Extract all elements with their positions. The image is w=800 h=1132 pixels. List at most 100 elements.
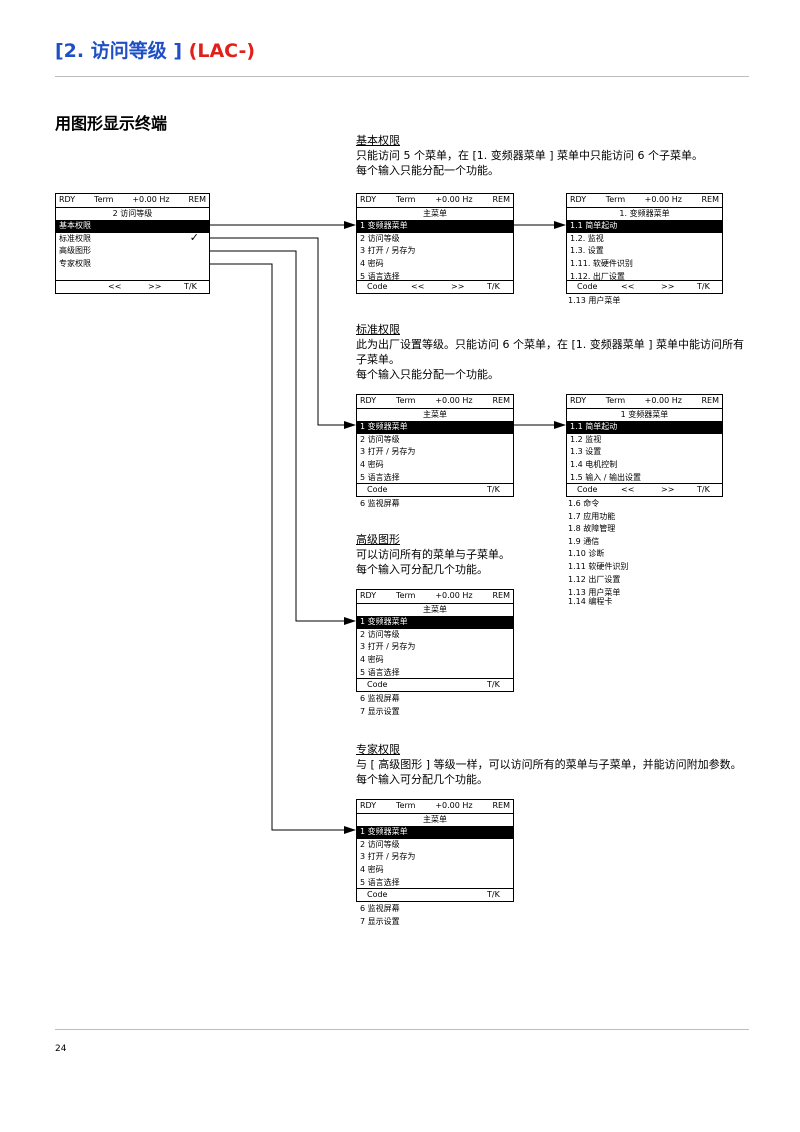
tk-key[interactable]: T/K bbox=[487, 282, 500, 291]
arrow-advanced-to-main bbox=[210, 250, 356, 625]
status-bar: RDY Term +0.00 Hz REM bbox=[357, 395, 513, 409]
menu-item[interactable]: 2 访问等级 bbox=[360, 629, 400, 639]
footer-divider bbox=[55, 1029, 749, 1030]
checkmark-icon: ✓ bbox=[189, 230, 199, 244]
menu-item[interactable]: 1.3 设置 bbox=[570, 447, 602, 457]
code-key[interactable]: Code bbox=[367, 485, 388, 494]
next-key[interactable]: >> bbox=[148, 282, 162, 291]
status-rdy: RDY bbox=[360, 195, 377, 204]
status-term: Term bbox=[396, 801, 416, 810]
list-item: 1.13 用户菜单 bbox=[568, 296, 621, 305]
menu-item[interactable]: 1.12. 出厂设置 bbox=[570, 271, 625, 281]
menu-item[interactable]: 4 密码 bbox=[360, 258, 384, 268]
menu-item[interactable]: 1.2. 监视 bbox=[570, 233, 604, 243]
menu-item[interactable]: 1.11. 软硬件识别 bbox=[570, 258, 633, 268]
menu-item-standard-label: 标准权限 bbox=[59, 233, 91, 243]
menu-item[interactable]: 1 变频器菜单 bbox=[357, 826, 513, 839]
list-item: 7 显示设置 bbox=[360, 916, 400, 926]
prev-key[interactable]: << bbox=[621, 485, 635, 494]
status-bar: RDY Term +0.00 Hz REM bbox=[567, 395, 722, 409]
status-freq: +0.00 Hz bbox=[435, 801, 473, 810]
prev-key[interactable]: << bbox=[108, 282, 122, 291]
menu-item[interactable]: 1 变频器菜单 bbox=[357, 220, 513, 233]
status-rdy: RDY bbox=[360, 591, 377, 600]
menu-item[interactable]: 3 打开 / 另存为 bbox=[360, 852, 416, 862]
menu-item[interactable]: 3 打开 / 另存为 bbox=[360, 447, 416, 457]
menu-item[interactable]: 4 密码 bbox=[360, 864, 384, 874]
menu-item-standard[interactable]: 标准权限 ✓ bbox=[56, 230, 209, 246]
status-freq: +0.00 Hz bbox=[435, 591, 473, 600]
code-key[interactable]: Code bbox=[577, 282, 598, 291]
prev-key[interactable]: << bbox=[621, 282, 635, 291]
list-item: 1.12 出厂设置 bbox=[568, 574, 621, 584]
tk-key[interactable]: T/K bbox=[487, 485, 500, 494]
menu-item[interactable]: 5 语言选择 bbox=[360, 667, 400, 677]
menu-item[interactable]: 3 打开 / 另存为 bbox=[360, 642, 416, 652]
next-key[interactable]: >> bbox=[451, 282, 465, 291]
menu-item[interactable]: 3 打开 / 另存为 bbox=[360, 246, 416, 256]
menu-item[interactable]: 1.4 电机控制 bbox=[570, 459, 618, 469]
menu-item-advanced[interactable]: 高级图形 bbox=[59, 246, 91, 256]
terminal-footer: Code T/K bbox=[357, 483, 513, 496]
tk-key[interactable]: T/K bbox=[184, 282, 197, 291]
menu-item[interactable]: 1 变频器菜单 bbox=[357, 616, 513, 629]
terminal-access-level: RDY Term +0.00 Hz REM 2 访问等级 基本权限 标准权限 ✓… bbox=[55, 193, 210, 294]
next-key[interactable]: >> bbox=[661, 282, 675, 291]
menu-item[interactable]: 2 访问等级 bbox=[360, 233, 400, 243]
menu-item[interactable]: 2 访问等级 bbox=[360, 434, 400, 444]
code-key[interactable]: Code bbox=[577, 485, 598, 494]
code-key[interactable]: Code bbox=[367, 890, 388, 899]
menu-item[interactable]: 1.3. 设置 bbox=[570, 246, 604, 256]
terminal-footer: Code << >> T/K bbox=[357, 280, 513, 293]
menu-item[interactable]: 5 语言选择 bbox=[360, 271, 400, 281]
list-item: 1.8 故障管理 bbox=[568, 524, 616, 534]
tk-key[interactable]: T/K bbox=[697, 282, 710, 291]
status-rem: REM bbox=[701, 396, 719, 405]
next-key[interactable]: >> bbox=[661, 485, 675, 494]
advanced-desc-line: 每个输入可分配几个功能。 bbox=[356, 563, 488, 576]
standard-description: 标准权限 此为出厂设置等级。只能访问 6 个菜单，在 [1. 变频器菜单 ] 菜… bbox=[356, 322, 744, 382]
menu-item[interactable]: 1 变频器菜单 bbox=[357, 421, 513, 434]
menu-item[interactable]: 5 语言选择 bbox=[360, 877, 400, 887]
terminal-basic-drive-menu: RDY Term +0.00 Hz REM 1. 变频器菜单 1.1 简单起动 … bbox=[566, 193, 723, 294]
menu-item[interactable]: 1.5 输入 / 输出设置 bbox=[570, 472, 642, 482]
menu-title: 主菜单 bbox=[423, 604, 447, 614]
prev-key[interactable]: << bbox=[411, 282, 425, 291]
status-bar: RDY Term +0.00 Hz REM bbox=[567, 194, 722, 208]
menu-item-expert[interactable]: 专家权限 bbox=[59, 258, 91, 268]
menu-item[interactable]: 4 密码 bbox=[360, 459, 384, 469]
tk-key[interactable]: T/K bbox=[697, 485, 710, 494]
list-item: 1.10 诊断 bbox=[568, 549, 605, 559]
menu-item[interactable]: 2 访问等级 bbox=[360, 839, 400, 849]
status-rdy: RDY bbox=[570, 396, 587, 405]
expert-desc-line: 每个输入可分配几个功能。 bbox=[356, 773, 488, 786]
menu-item-basic[interactable]: 基本权限 bbox=[56, 220, 209, 233]
tk-key[interactable]: T/K bbox=[487, 890, 500, 899]
code-key[interactable]: Code bbox=[367, 282, 388, 291]
list-item: 1.7 应用功能 bbox=[568, 511, 616, 521]
section-title: 用图形显示终端 bbox=[55, 114, 168, 133]
status-term: Term bbox=[605, 396, 626, 405]
menu-item[interactable]: 1.2 监视 bbox=[570, 434, 602, 444]
menu-item[interactable]: 5 语言选择 bbox=[360, 472, 400, 482]
terminal-basic-main-menu: RDY Term +0.00 Hz REM 主菜单 1 变频器菜单 2 访问等级… bbox=[356, 193, 514, 294]
code-key[interactable]: Code bbox=[367, 680, 388, 689]
page-title-code: (LAC-) bbox=[188, 40, 256, 62]
list-item: 1.13 用户菜单 bbox=[568, 588, 621, 598]
status-term: Term bbox=[396, 591, 416, 600]
menu-item[interactable]: 1.1 简单起动 bbox=[567, 220, 722, 233]
standard-desc-line: 子菜单。 bbox=[356, 353, 400, 366]
terminal-footer: Code T/K bbox=[357, 888, 513, 901]
advanced-desc-line: 可以访问所有的菜单与子菜单。 bbox=[356, 548, 510, 561]
menu-item[interactable]: 4 密码 bbox=[360, 654, 384, 664]
tk-key[interactable]: T/K bbox=[487, 680, 500, 689]
status-bar: RDY Term +0.00 Hz REM bbox=[357, 590, 513, 604]
standard-desc-line: 每个输入只能分配一个功能。 bbox=[356, 368, 499, 381]
status-bar: RDY Term +0.00 Hz REM bbox=[357, 194, 513, 208]
terminal-footer: Code T/K bbox=[357, 678, 513, 691]
basic-sub-extra: 1.13 用户菜单 bbox=[568, 295, 620, 308]
terminal-advanced-main-menu: RDY Term +0.00 Hz REM 主菜单 1 变频器菜单 2 访问等级… bbox=[356, 589, 514, 692]
list-item: 6 监视屏幕 bbox=[360, 904, 400, 913]
menu-item[interactable]: 1.1 简单起动 bbox=[567, 421, 722, 434]
